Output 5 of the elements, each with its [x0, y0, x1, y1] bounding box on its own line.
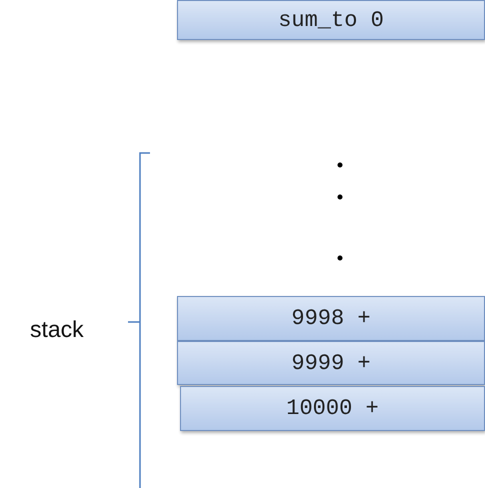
bracket-label: stack	[30, 316, 84, 343]
stack-frame-box: 9999 +	[177, 341, 485, 385]
stack-frame-box: 10000 +	[180, 386, 485, 431]
stack-frame-box: sum_to 0	[177, 0, 485, 40]
stack-frame-box: 9998 +	[177, 296, 485, 341]
